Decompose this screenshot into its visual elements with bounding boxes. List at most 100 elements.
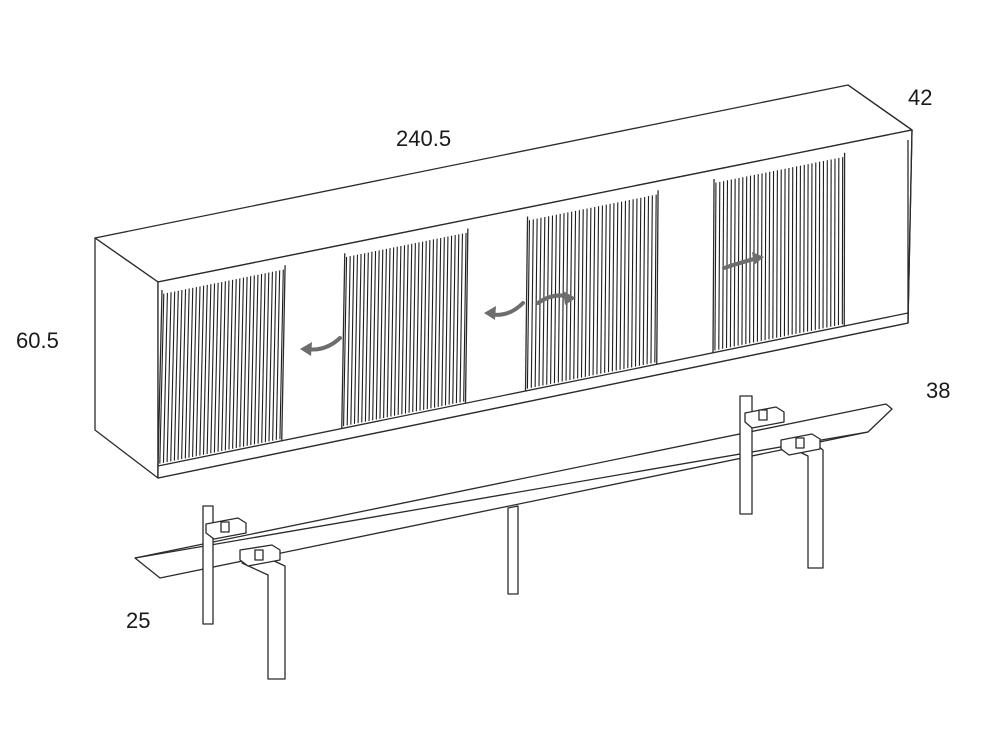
slat-line xyxy=(364,252,369,422)
slat-line xyxy=(170,291,176,462)
slat-line xyxy=(638,197,642,366)
slat-line xyxy=(419,241,424,411)
slat-line xyxy=(780,169,782,338)
slat-line xyxy=(448,235,453,405)
slat-line xyxy=(390,247,395,417)
slat-line xyxy=(619,201,623,370)
slat-line xyxy=(722,181,725,349)
base xyxy=(134,395,893,680)
slat-line xyxy=(353,254,358,424)
dimension-height: 60.5 xyxy=(16,328,59,353)
slat-line xyxy=(459,233,463,403)
slat-line xyxy=(261,273,266,443)
slat-line xyxy=(807,164,809,332)
slat-line xyxy=(550,215,554,384)
slat-line xyxy=(783,168,786,337)
slat-line xyxy=(810,163,813,331)
slat-line xyxy=(166,292,172,463)
slat-line xyxy=(600,205,603,374)
base-rail xyxy=(134,403,893,579)
door-divider xyxy=(656,190,659,365)
slat-line xyxy=(239,277,245,448)
left-back-leg xyxy=(202,505,247,625)
dimension-width: 240.5 xyxy=(396,126,452,151)
fluted-slats xyxy=(159,157,844,464)
slat-line xyxy=(764,172,767,341)
slat-line xyxy=(213,282,219,453)
slat-line xyxy=(650,195,653,364)
slat-line xyxy=(397,245,402,416)
door-arrow-2 xyxy=(484,301,525,320)
slat-line xyxy=(526,220,531,389)
slat-line xyxy=(455,234,460,404)
slat-line xyxy=(452,235,456,404)
slat-line xyxy=(173,290,179,461)
slat-line xyxy=(253,274,259,445)
slat-line xyxy=(611,203,615,372)
slat-line xyxy=(401,245,406,415)
slat-line xyxy=(718,181,721,350)
slat-line xyxy=(242,276,248,447)
slat-line xyxy=(379,249,384,419)
slat-line xyxy=(275,270,281,440)
slat-line xyxy=(463,232,467,402)
slat-line xyxy=(584,208,588,377)
slat-line xyxy=(357,253,362,424)
slat-line xyxy=(768,171,771,340)
slat-line xyxy=(607,203,611,373)
slat-line xyxy=(257,273,263,444)
slat-line xyxy=(615,202,619,371)
slat-line xyxy=(803,164,805,333)
slat-line xyxy=(350,255,355,425)
slat-line xyxy=(573,210,577,380)
slat-line xyxy=(799,165,801,334)
door-arrow-1 xyxy=(300,336,342,356)
slat-line xyxy=(631,199,634,368)
slat-line xyxy=(646,196,650,365)
cabinet-doors xyxy=(157,140,909,467)
left-front-leg xyxy=(239,544,286,680)
cabinet-right-edge xyxy=(847,84,913,324)
slat-line xyxy=(423,240,427,410)
dimension-depth-base: 38 xyxy=(926,378,951,403)
slat-line xyxy=(546,216,550,385)
slat-line xyxy=(580,209,584,378)
slat-line xyxy=(250,275,255,446)
slat-line xyxy=(159,293,165,464)
slat-line xyxy=(714,182,717,351)
slat-line xyxy=(206,284,212,454)
slat-line xyxy=(346,256,351,426)
slat-line xyxy=(430,239,435,409)
slat-line xyxy=(192,287,197,457)
slat-line xyxy=(181,289,187,460)
slat-line xyxy=(787,167,790,336)
slat-line xyxy=(235,278,241,449)
slat-line xyxy=(272,271,277,441)
slat-line xyxy=(228,279,234,450)
slat-line xyxy=(437,237,442,407)
door-arrow-3 xyxy=(536,291,576,305)
slat-line xyxy=(577,210,580,379)
slat-line xyxy=(184,288,190,459)
slat-line xyxy=(588,207,592,377)
door-divider xyxy=(341,253,346,429)
slat-line xyxy=(604,204,607,373)
slat-line xyxy=(217,281,223,452)
slat-line xyxy=(434,238,438,408)
slat-line xyxy=(623,200,627,369)
door-divider xyxy=(524,216,529,392)
slat-line xyxy=(246,276,252,446)
door-divider xyxy=(281,265,286,441)
slat-line xyxy=(592,206,596,376)
slat-line xyxy=(795,166,798,334)
door-divider xyxy=(712,178,715,353)
slat-line xyxy=(426,240,431,410)
slat-line xyxy=(264,272,270,443)
slat-line xyxy=(557,213,561,383)
slat-line xyxy=(361,253,366,423)
slat-line xyxy=(232,279,237,449)
door-divider xyxy=(464,228,469,404)
slat-line xyxy=(725,180,729,349)
